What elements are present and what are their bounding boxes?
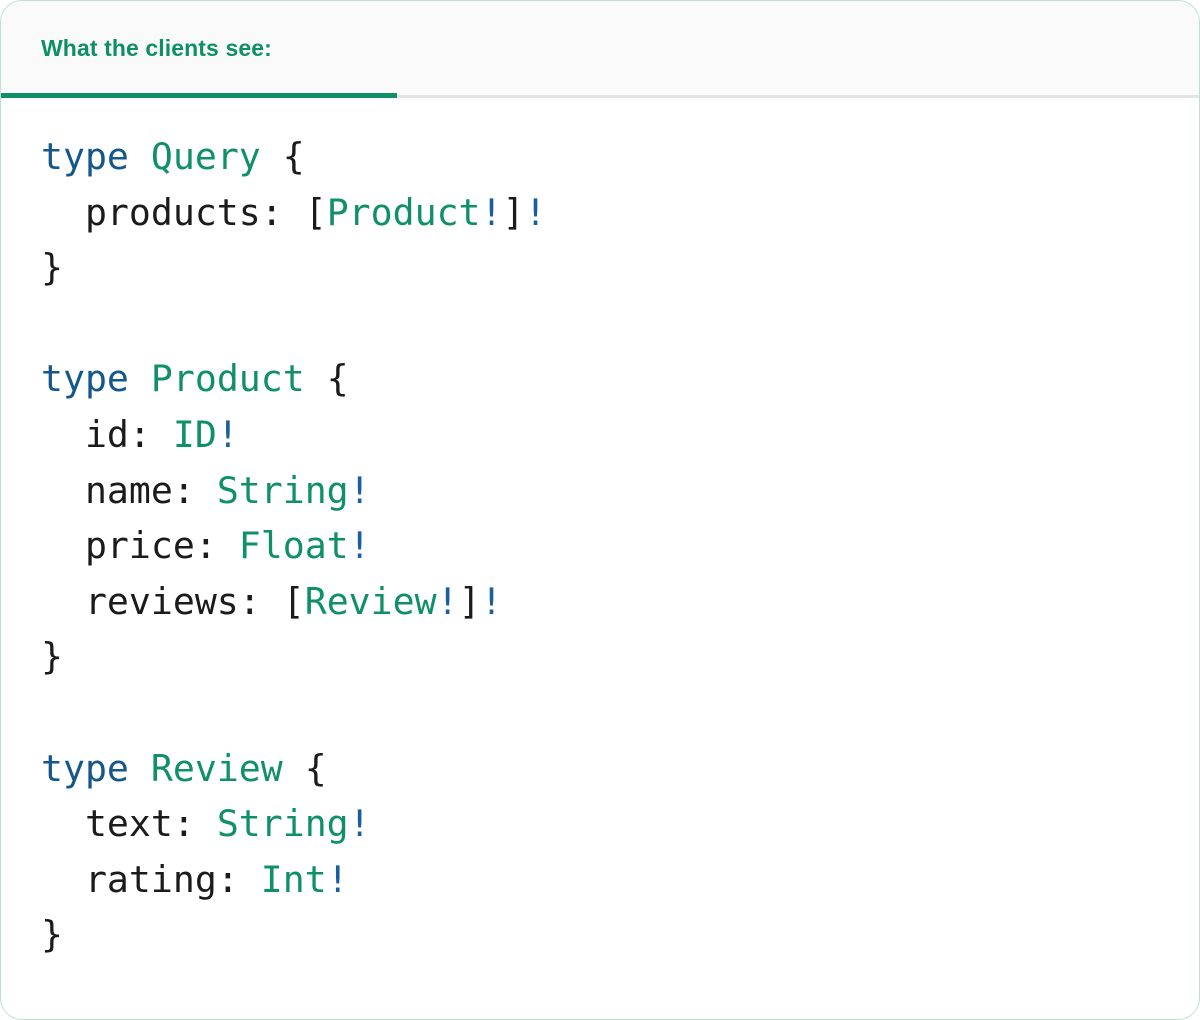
code-token-punct: ]: [502, 190, 525, 234]
code-token-type: String: [216, 468, 349, 512]
code-token-punct: {: [304, 746, 327, 790]
code-token-punct: }: [41, 635, 63, 679]
tab-label: What the clients see:: [41, 34, 272, 61]
code-token-punct: {: [282, 135, 305, 178]
code-viewer[interactable]: type Query { products: [Product!]!}​type…: [1, 98, 1199, 1019]
code-line: ​: [41, 296, 1159, 352]
code-token-bang: !: [348, 802, 371, 846]
code-token-kw: type: [41, 357, 129, 401]
code-token-type: Product: [150, 357, 305, 401]
code-token-field: reviews: [84, 579, 239, 623]
code-token-type: Product: [326, 190, 481, 234]
code-token-ws: [41, 802, 85, 845]
code-token-punct: :: [172, 468, 217, 512]
code-line: type Review {: [41, 741, 1159, 797]
code-token-punct: :: [128, 412, 173, 456]
code-token-punct: :: [260, 190, 305, 234]
code-token-ws: [41, 469, 85, 512]
code-token-punct: }: [41, 913, 63, 957]
code-line: type Query {: [41, 129, 1159, 185]
code-token-ws: [129, 747, 151, 790]
code-token-bang: !: [348, 468, 371, 512]
code-token-bang: !: [436, 579, 459, 623]
code-token-kw: type: [41, 135, 129, 178]
code-token-field: text: [84, 802, 173, 846]
code-token-bang: !: [348, 524, 371, 568]
graphql-schema-code: type Query { products: [Product!]!}​type…: [41, 129, 1159, 963]
code-token-bang: !: [524, 190, 547, 234]
code-line: ​: [41, 685, 1159, 741]
code-line: type Product {: [41, 351, 1159, 407]
code-token-field: products: [84, 190, 261, 234]
code-token-punct: :: [216, 857, 261, 901]
code-line: reviews: [Review!]!: [41, 574, 1159, 630]
code-line: }: [41, 240, 1159, 296]
code-token-type: Review: [150, 746, 283, 790]
code-token-field: id: [84, 412, 129, 456]
code-token-punct: [: [282, 579, 305, 623]
code-token-field: rating: [84, 857, 217, 901]
code-token-punct: :: [238, 579, 283, 623]
tab-strip: What the clients see:: [1, 1, 1199, 98]
code-token-kw: type: [41, 746, 129, 790]
code-token-ws: [305, 357, 327, 400]
code-line: text: String!: [41, 796, 1159, 852]
code-line: name: String!: [41, 463, 1159, 519]
code-token-bang: !: [480, 579, 503, 623]
code-token-ws: [283, 747, 305, 790]
code-token-type: String: [216, 802, 349, 846]
code-token-type: Review: [304, 579, 437, 623]
code-token-punct: :: [172, 802, 217, 846]
tab-active-indicator: [1, 93, 397, 98]
code-line: products: [Product!]!: [41, 185, 1159, 241]
code-line: }: [41, 907, 1159, 963]
code-token-bang: !: [216, 412, 239, 456]
code-token-ws: [129, 357, 151, 400]
code-token-punct: }: [41, 246, 63, 290]
code-token-field: price: [84, 524, 195, 568]
code-token-type: Float: [238, 524, 349, 568]
code-line: price: Float!: [41, 518, 1159, 574]
code-token-punct: [: [304, 190, 327, 234]
code-root: type Query { products: [Product!]!}​type…: [41, 129, 1159, 963]
code-line: id: ID!: [41, 407, 1159, 463]
code-token-bang: !: [480, 190, 503, 234]
code-token-ws: [41, 191, 85, 234]
code-line: rating: Int!: [41, 852, 1159, 908]
code-token-ws: [261, 135, 283, 178]
code-token-ws: [41, 858, 85, 901]
code-token-ws: [41, 413, 85, 456]
code-token-ws: [41, 580, 85, 623]
code-token-type: ID: [172, 412, 217, 456]
code-token-punct: ]: [458, 579, 481, 623]
code-token-punct: {: [326, 357, 349, 401]
code-token-ws: [129, 135, 151, 178]
code-token-punct: :: [194, 524, 239, 568]
code-line: }: [41, 629, 1159, 685]
code-token-type: Int: [260, 857, 327, 901]
code-token-type: Query: [150, 135, 261, 178]
code-token-field: name: [84, 468, 173, 512]
code-token-bang: !: [326, 857, 349, 901]
code-token-ws: [41, 524, 85, 567]
tab-what-the-clients-see[interactable]: What the clients see:: [1, 1, 397, 98]
